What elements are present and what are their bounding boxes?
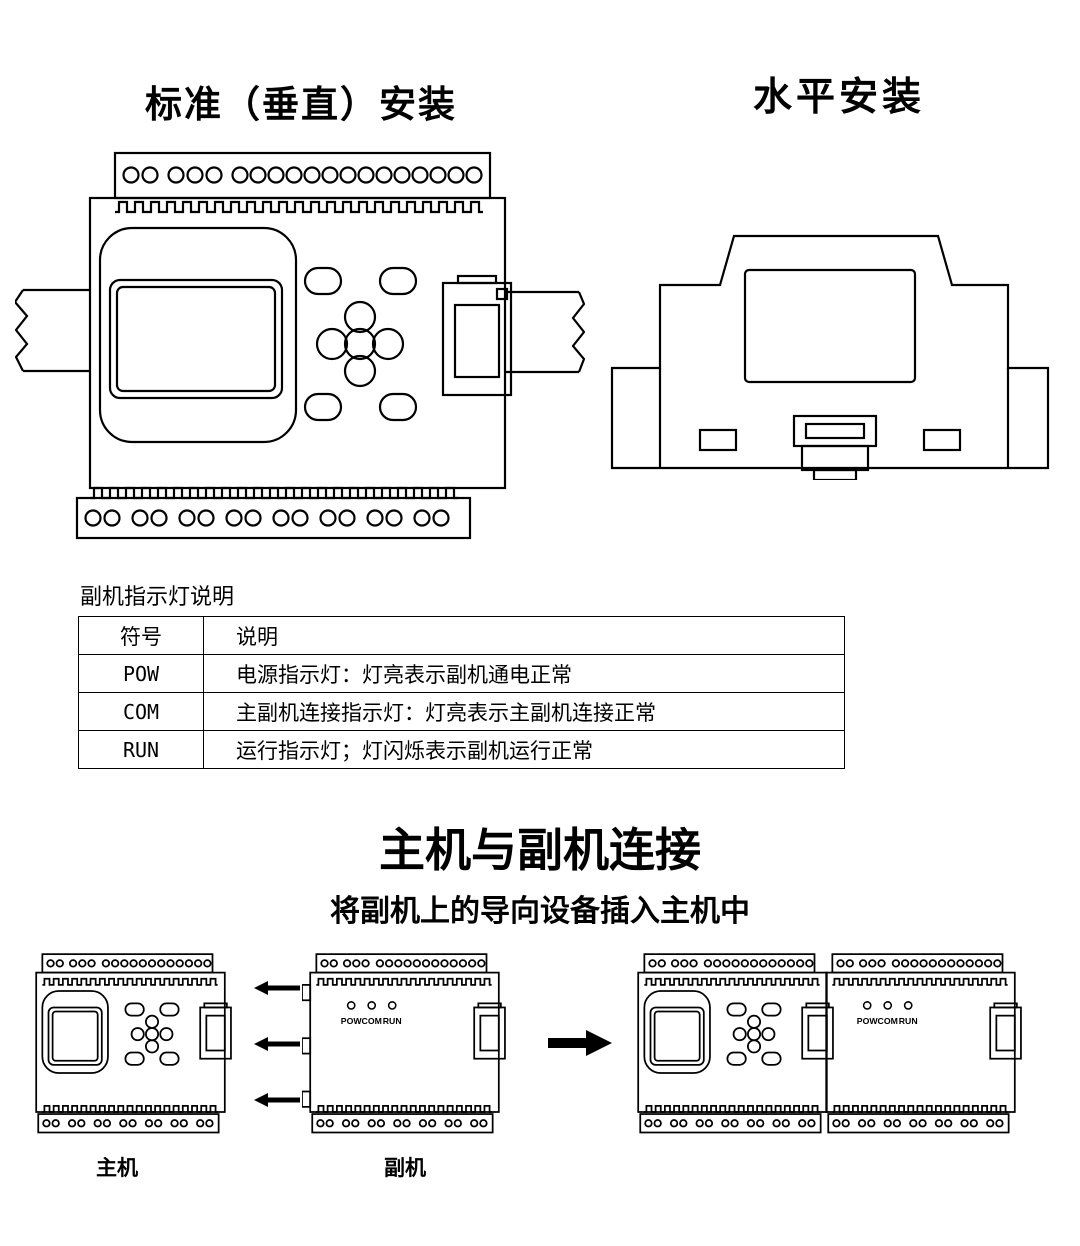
guide-tabs: [302, 984, 312, 1108]
insert-arrow-icon: [254, 981, 300, 995]
description-column-header: 说明: [203, 616, 845, 655]
master-label: 主机: [96, 1156, 138, 1180]
indicator-table: 符号 说明 POW 电源指示灯：灯亮表示副机通电正常 COM 主副机连接指示灯：…: [78, 616, 845, 769]
description-cell: 运行指示灯；灯闪烁表示副机运行正常: [203, 730, 845, 769]
vertical-install-diagram: [15, 151, 585, 540]
result-arrow-icon: [548, 1030, 612, 1056]
insert-arrow-icon: [254, 1037, 300, 1051]
slave-device-diagram: [302, 953, 506, 1134]
symbol-cell: COM: [78, 692, 204, 731]
table-header-row: 符号 说明: [78, 616, 845, 655]
description-cell: 电源指示灯：灯亮表示副机通电正常: [203, 654, 845, 693]
description-cell: 主副机连接指示灯：灯亮表示主副机连接正常: [203, 692, 845, 731]
master-device-diagram: [35, 953, 232, 1134]
table-row-run: RUN 运行指示灯；灯闪烁表示副机运行正常: [78, 730, 845, 769]
slave-label: 副机: [384, 1156, 426, 1180]
connection-title: 主机与副机连接: [379, 824, 701, 876]
indicator-table-title: 副机指示灯说明: [80, 584, 235, 609]
joined-master-device-diagram: [637, 953, 834, 1134]
symbol-cell: RUN: [78, 730, 204, 769]
connection-subtitle: 将副机上的导向设备插入主机中: [330, 895, 750, 928]
insert-arrow-icon: [254, 1093, 300, 1107]
vertical-install-title: 标准（垂直）安装: [145, 85, 457, 126]
symbol-column-header: 符号: [78, 616, 204, 655]
joined-slave-device-diagram: [825, 953, 1022, 1134]
table-row-com: COM 主副机连接指示灯：灯亮表示主副机连接正常: [78, 692, 845, 731]
horizontal-install-diagram: [610, 234, 1050, 480]
horizontal-install-title: 水平安装: [753, 76, 926, 119]
symbol-cell: POW: [78, 654, 204, 693]
table-row-pow: POW 电源指示灯：灯亮表示副机通电正常: [78, 654, 845, 693]
